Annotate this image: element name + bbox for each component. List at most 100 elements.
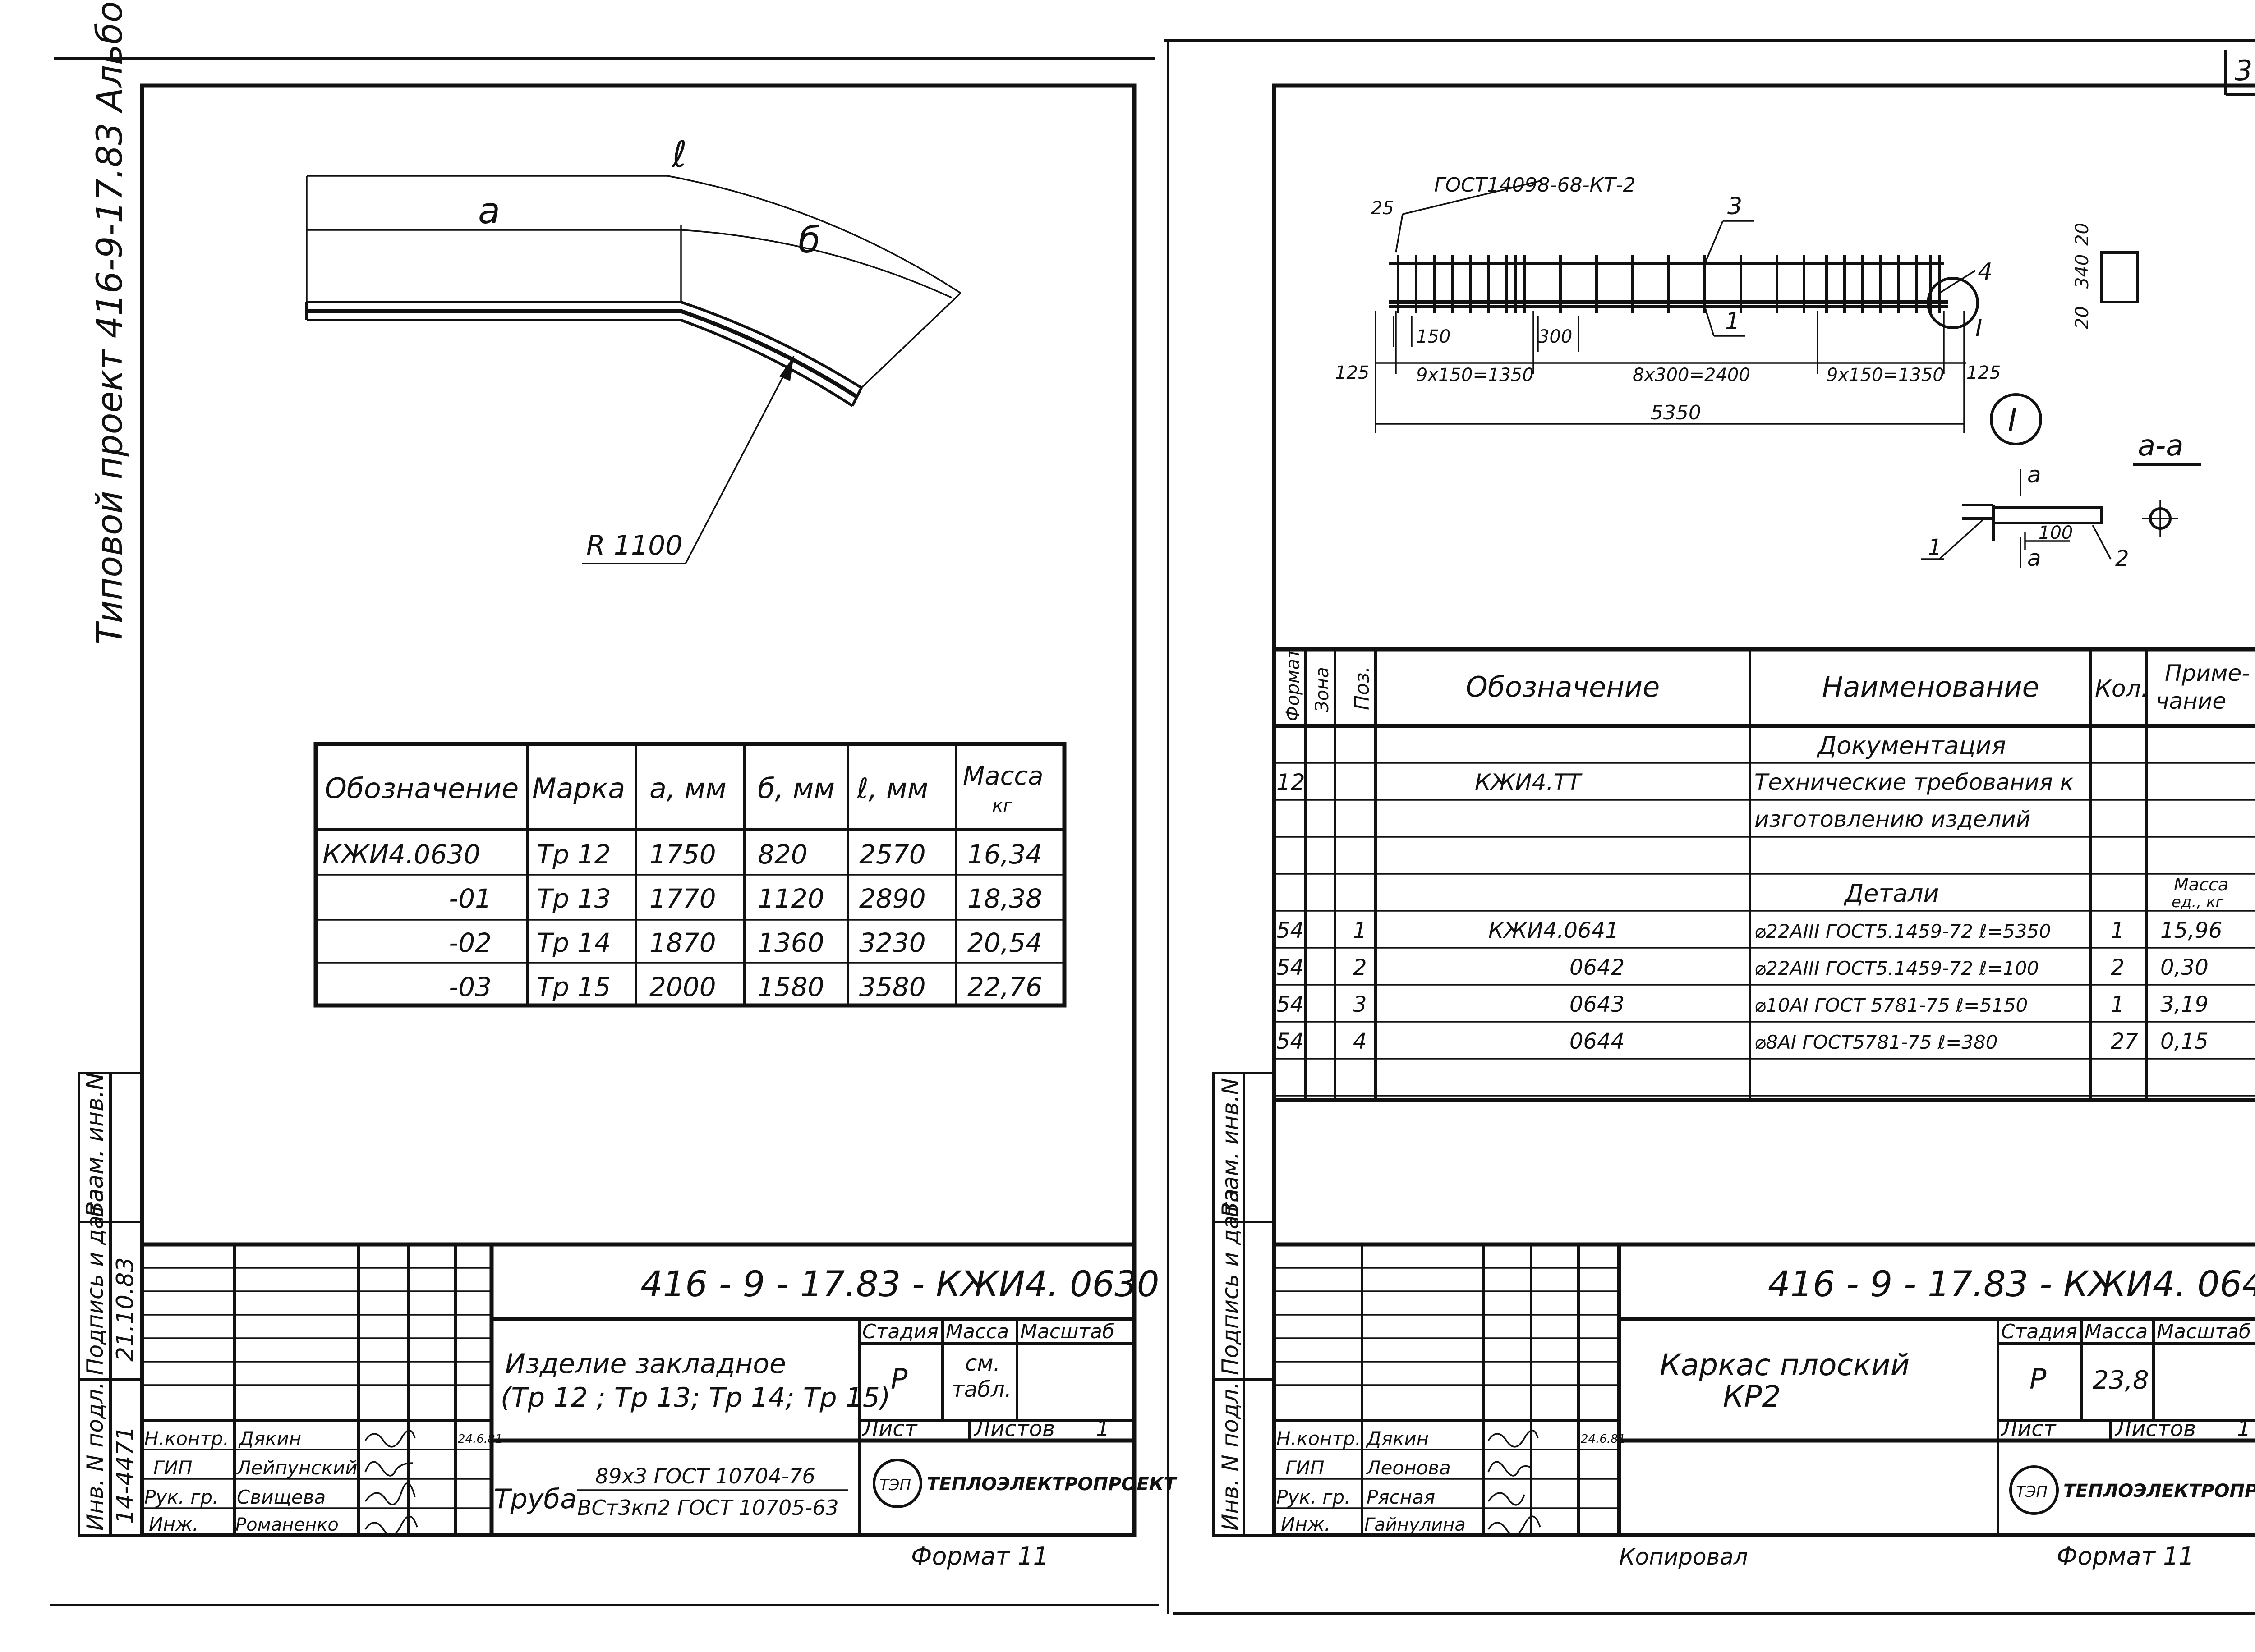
- left-scale-header: Масштаб: [1020, 1320, 1114, 1343]
- spec-note: 3,19: [2160, 992, 2209, 1017]
- spec-format: 54: [1276, 918, 1304, 943]
- detail-dim-100: 100: [2039, 523, 2073, 543]
- sh-zone: Зона: [1312, 667, 1333, 712]
- dim-125-left: 125: [1335, 363, 1369, 383]
- table-cell: Тр 15: [537, 972, 611, 1002]
- spec-qty: 27: [2111, 1029, 2139, 1054]
- spec-name: Технические требования к: [1754, 769, 2074, 795]
- dim-a-label: a: [478, 190, 500, 232]
- page-number: 37: [2235, 54, 2255, 87]
- spec-designation: 0643: [1569, 992, 1625, 1017]
- table-cell: -03: [449, 972, 492, 1002]
- left-name-1: Дякин: [238, 1427, 301, 1450]
- th-mark: Марка: [532, 772, 625, 805]
- table-cell: 22,76: [967, 972, 1042, 1002]
- right-date: 24.6.81: [1581, 1432, 1625, 1446]
- pos1-label: 1: [1725, 308, 1740, 335]
- radius-label: R 1100: [586, 530, 682, 561]
- table-cell: 820: [758, 839, 808, 870]
- right-margin-podpis: Подпись и дата: [1217, 1189, 1243, 1375]
- sh-name: Наименование: [1822, 670, 2039, 703]
- spec-designation: КЖИ4.ТТ: [1475, 769, 1583, 795]
- right-org-logo: ТЭП: [2009, 1465, 2059, 1515]
- left-item-name-line1: Изделие закладное: [505, 1348, 786, 1380]
- flat-frame-drawing: ГОСТ14098-68-КТ-2 3 1 4 I 25 150 300: [1335, 174, 2201, 571]
- table-cell: 1750: [649, 839, 716, 870]
- left-date: 24.6.81: [458, 1432, 502, 1446]
- dim-125-right: 125: [1966, 363, 2001, 383]
- th-l: ℓ, мм: [856, 772, 929, 805]
- left-code: 416 - 9 - 17.83 - КЖИ4. 0630: [640, 1264, 1159, 1305]
- left-material-label: Труба: [494, 1483, 577, 1515]
- dim-8x300: 8х300=2400: [1633, 365, 1750, 385]
- left-sheets-count: 1: [1096, 1416, 1110, 1441]
- sh-note-line2: чание: [2156, 688, 2226, 714]
- left-item-name: Изделие закладное (Тр 12 ; Тр 13; Тр 14;…: [501, 1348, 890, 1413]
- table-cell: КЖИ4.0630: [322, 839, 480, 870]
- side-dim-20b: 20: [2072, 306, 2093, 329]
- table-cell: 2890: [859, 883, 926, 914]
- table-cell: Тр 13: [537, 883, 611, 914]
- sh-qty: Кол.: [2095, 675, 2149, 702]
- left-signatures: [364, 1429, 418, 1536]
- spec-table: Формат Зона Поз. Обозначение Наименовани…: [1274, 647, 2255, 1102]
- spec-pos: 3: [1353, 992, 1367, 1017]
- detail-I-mark: I: [1975, 315, 1982, 342]
- spec-qty: 1: [2111, 918, 2125, 943]
- left-logo-letters: ТЭП: [879, 1476, 911, 1494]
- right-stage: Р: [2030, 1363, 2047, 1395]
- left-material-line2: ВСт3кп2 ГОСТ 10705-63: [577, 1496, 839, 1520]
- left-margin-inv-value: 14-4471: [112, 1426, 139, 1524]
- table-cell: -02: [449, 927, 492, 958]
- left-side-text: Типовой проект 416-9-17.83 Альбом XIII: [90, 0, 130, 645]
- left-mass-line1: см.: [965, 1351, 1000, 1376]
- page-trim-lines: [50, 39, 2255, 1615]
- left-mass-header: Масса: [946, 1320, 1009, 1343]
- side-dim-20a: 20: [2072, 223, 2093, 246]
- table-cell: -01: [449, 883, 492, 914]
- left-stage: Р: [891, 1363, 908, 1395]
- left-margin-column: Взам. инв.N Подпись и дата Инв. N подл. …: [78, 1072, 143, 1537]
- table-cell: Тр 12: [537, 839, 611, 870]
- right-stage-header: Стадия: [2001, 1320, 2077, 1343]
- left-mass-line2: табл.: [952, 1377, 1012, 1402]
- right-name-1: Дякин: [1366, 1427, 1429, 1450]
- sh-format: Формат: [1283, 647, 1303, 721]
- dim-l-label: ℓ: [671, 133, 687, 175]
- left-role-ruk: Рук. гр.: [144, 1486, 218, 1508]
- right-title-block: 416 - 9 - 17.83 - КЖИ4. 0640 Каркас плос…: [1274, 1242, 2255, 1536]
- left-sheet-header: Лист: [861, 1416, 918, 1441]
- sh-designation: Обозначение: [1466, 670, 1660, 703]
- right-margin-vzam: Взам. инв.N: [1217, 1078, 1243, 1217]
- right-mass: 23,8: [2093, 1366, 2149, 1395]
- mark-table: Обозначение Марка a, мм б, мм ℓ, мм Масс…: [313, 742, 1067, 1008]
- dim-150: 150: [1416, 326, 1450, 347]
- sh-note-line1: Приме-: [2165, 660, 2250, 686]
- detail-pos1: 1: [1928, 535, 1942, 560]
- spec-qty: 1: [2111, 992, 2125, 1017]
- right-item-name-line1: Каркас плоский: [1660, 1348, 1910, 1382]
- spec-pos: 2: [1353, 955, 1367, 980]
- spec-designation: КЖИ4.0641: [1488, 918, 1619, 943]
- dim-25: 25: [1371, 198, 1394, 219]
- dim-300: 300: [1538, 326, 1572, 347]
- right-sheet-header: Лист: [2000, 1416, 2057, 1441]
- left-role-inzh: Инж.: [149, 1513, 198, 1535]
- left-role-gip: ГИП: [153, 1457, 192, 1479]
- dim-9x150-left: 9х150=1350: [1416, 365, 1534, 385]
- table-cell: 1360: [758, 927, 824, 958]
- left-name-2: Лейпунский: [236, 1457, 358, 1479]
- table-cell: 20,54: [967, 927, 1042, 958]
- table-cell: 2570: [859, 839, 926, 870]
- spec-name: ⌀10AI ГОСТ 5781-75 ℓ=5150: [1754, 994, 2028, 1016]
- spec-format: 54: [1276, 955, 1304, 980]
- right-name-4: Гайнулина: [1364, 1514, 1466, 1535]
- spec-note-header: Масса: [2174, 875, 2228, 895]
- right-code: 416 - 9 - 17.83 - КЖИ4. 0640: [1768, 1264, 2255, 1305]
- left-name-4: Романенко: [235, 1514, 339, 1535]
